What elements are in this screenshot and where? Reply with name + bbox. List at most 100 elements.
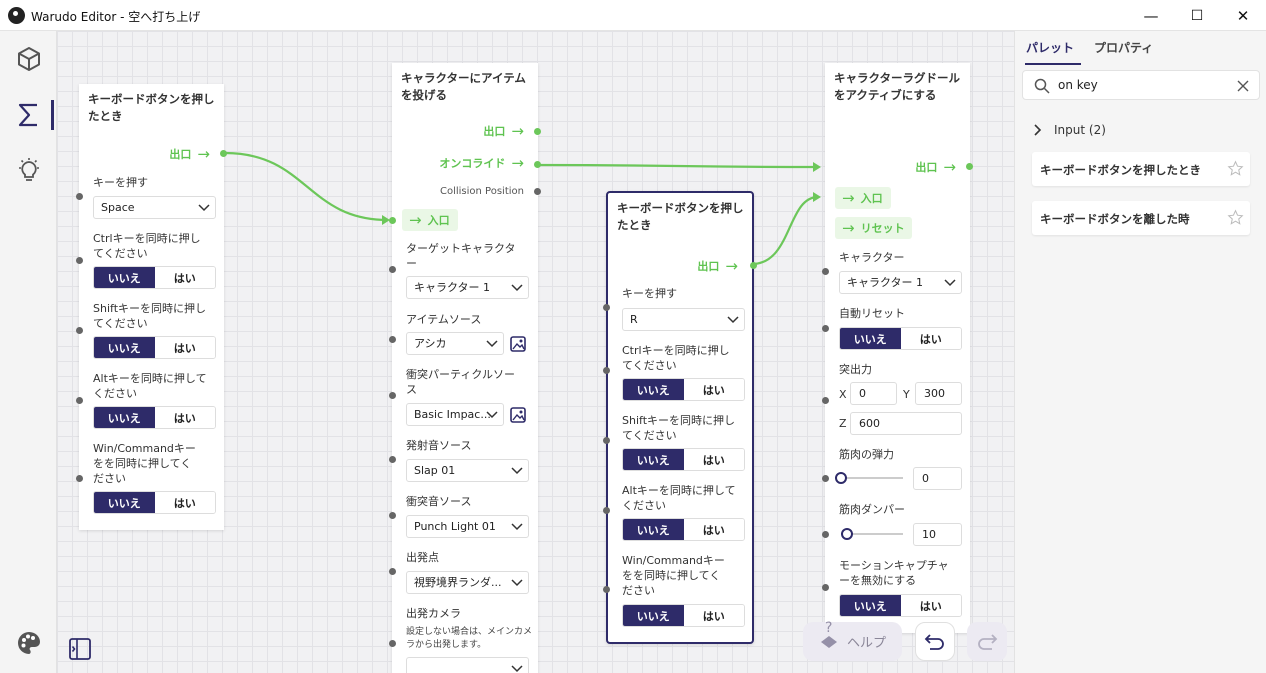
output-on-collide-pin[interactable] <box>534 161 541 168</box>
elastic-input-pin[interactable] <box>822 475 829 482</box>
ctrl-toggle[interactable]: いいえはい <box>622 378 745 401</box>
output-exit-pin[interactable] <box>750 262 757 269</box>
palette-item-key-pressed[interactable]: キーボードボタンを押したとき <box>1032 152 1250 186</box>
ctrl-input-pin[interactable] <box>603 367 610 374</box>
shift-toggle[interactable]: いいえはい <box>93 336 216 359</box>
image-picker-icon[interactable] <box>509 335 527 353</box>
maximize-button[interactable]: ☐ <box>1190 7 1204 24</box>
ctrl-toggle[interactable]: いいえはい <box>93 266 216 289</box>
lightbulb-icon[interactable] <box>13 154 45 186</box>
target-input-pin[interactable] <box>389 266 396 273</box>
no-option[interactable]: いいえ <box>623 449 684 470</box>
no-option[interactable]: いいえ <box>94 267 155 288</box>
no-option[interactable]: いいえ <box>623 379 684 400</box>
input-enter-pin[interactable] <box>389 217 396 224</box>
target-dropdown[interactable]: キャラクター 1 <box>406 276 529 299</box>
no-option[interactable]: いいえ <box>623 519 684 540</box>
node-throw-item[interactable]: キャラクターにアイテムを投げる 出口→ オンコライド→ Collision Po… <box>389 63 541 673</box>
undo-button[interactable] <box>915 622 955 661</box>
elastic-slider-knob[interactable] <box>835 472 847 484</box>
star-icon[interactable] <box>1227 160 1244 177</box>
output-exit[interactable]: 出口→ <box>169 145 210 163</box>
yes-option[interactable]: はい <box>154 267 215 288</box>
launch-sound-dropdown[interactable]: Slap 01 <box>406 459 529 482</box>
output-on-collide[interactable]: オンコライド→ <box>439 154 524 172</box>
search-input[interactable]: on key <box>1022 70 1260 100</box>
origin-dropdown[interactable]: 視野境界ランダ... <box>406 571 529 594</box>
cube-icon[interactable] <box>13 43 45 75</box>
win-toggle[interactable]: いいえはい <box>622 604 745 627</box>
yes-option[interactable]: はい <box>683 519 744 540</box>
shift-input-pin[interactable] <box>603 437 610 444</box>
yes-option[interactable]: はい <box>154 407 215 428</box>
key-dropdown[interactable]: R <box>622 308 745 331</box>
item-dropdown[interactable]: アシカ <box>406 332 504 355</box>
tab-properties[interactable]: プロパティ <box>1094 41 1154 55</box>
force-z-input[interactable]: 600 <box>850 412 962 435</box>
node-key-pressed[interactable]: キーボードボタンを押したとき 出口→ キーを押す Space Ctrlキーを同時… <box>76 84 227 530</box>
tab-palette[interactable]: パレット <box>1026 41 1075 55</box>
output-exit-pin[interactable] <box>220 150 227 157</box>
yes-option[interactable]: はい <box>683 449 744 470</box>
win-toggle[interactable]: いいえはい <box>93 491 216 514</box>
output-exit[interactable]: 出口→ <box>483 122 524 140</box>
close-button[interactable]: ✕ <box>1236 6 1250 25</box>
alt-toggle[interactable]: いいえはい <box>93 406 216 429</box>
particle-dropdown[interactable]: Basic Impac... <box>406 403 504 426</box>
shift-input-pin[interactable] <box>76 327 83 334</box>
win-input-pin[interactable] <box>76 475 83 482</box>
input-reset[interactable]: →リセット <box>835 217 912 239</box>
launch-sound-input-pin[interactable] <box>389 456 396 463</box>
no-option[interactable]: いいえ <box>840 595 901 616</box>
alt-toggle[interactable]: いいえはい <box>622 518 745 541</box>
elastic-slider-track[interactable] <box>841 477 903 479</box>
auto-reset-input-pin[interactable] <box>822 325 829 332</box>
impact-sound-input-pin[interactable] <box>389 512 396 519</box>
alt-input-pin[interactable] <box>603 507 610 514</box>
character-dropdown[interactable]: キャラクター 1 <box>839 271 962 294</box>
panel-toggle-icon[interactable] <box>68 637 92 661</box>
disable-mocap-input-pin[interactable] <box>822 584 829 591</box>
yes-option[interactable]: はい <box>900 595 961 616</box>
help-button[interactable]: ? ヘルプ <box>803 620 902 661</box>
yes-option[interactable]: はい <box>900 328 961 349</box>
no-option[interactable]: いいえ <box>94 407 155 428</box>
sigma-icon[interactable] <box>13 99 45 131</box>
no-option[interactable]: いいえ <box>94 492 155 513</box>
star-icon[interactable] <box>1227 209 1244 226</box>
minimize-button[interactable]: — <box>1143 6 1159 25</box>
impact-sound-dropdown[interactable]: Punch Light 01 <box>406 515 529 538</box>
clear-search-icon[interactable] <box>1237 80 1249 92</box>
camera-dropdown[interactable] <box>406 657 529 673</box>
damper-slider-knob[interactable] <box>841 528 853 540</box>
damper-input[interactable]: 10 <box>913 523 962 546</box>
node-ragdoll[interactable]: キャラクターラグドールをアクティブにする 出口→ →入口 →リセット キャラクタ… <box>822 63 973 633</box>
no-option[interactable]: いいえ <box>94 337 155 358</box>
input-enter[interactable]: →入口 <box>402 209 458 231</box>
output-exit-label[interactable]: 出口→ <box>915 158 956 176</box>
key-input-pin[interactable] <box>603 304 610 311</box>
image-picker-icon[interactable] <box>509 406 527 424</box>
palette-icon[interactable] <box>13 627 45 659</box>
win-input-pin[interactable] <box>603 586 610 593</box>
damper-slider-track[interactable] <box>841 533 903 535</box>
no-option[interactable]: いいえ <box>840 328 901 349</box>
force-x-input[interactable]: 0 <box>850 382 897 405</box>
yes-option[interactable]: はい <box>683 379 744 400</box>
camera-input-pin[interactable] <box>389 640 396 647</box>
disable-mocap-toggle[interactable]: いいえはい <box>839 594 962 617</box>
key-input-pin[interactable] <box>76 193 83 200</box>
yes-option[interactable]: はい <box>683 605 744 626</box>
elastic-input[interactable]: 0 <box>913 467 962 490</box>
item-input-pin[interactable] <box>389 336 396 343</box>
node-canvas[interactable]: キーボードボタンを押したとき 出口→ キーを押す Space Ctrlキーを同時… <box>57 31 1014 673</box>
output-exit-pin[interactable] <box>534 128 541 135</box>
damper-input-pin[interactable] <box>822 531 829 538</box>
shift-toggle[interactable]: いいえはい <box>622 448 745 471</box>
output-exit[interactable]: 出口→ <box>697 257 738 275</box>
input-enter[interactable]: →入口 <box>835 187 891 209</box>
output-exit-pin[interactable] <box>966 163 973 170</box>
force-y-input[interactable]: 300 <box>915 382 962 405</box>
key-dropdown[interactable]: Space <box>93 196 216 219</box>
redo-button[interactable] <box>967 622 1007 661</box>
